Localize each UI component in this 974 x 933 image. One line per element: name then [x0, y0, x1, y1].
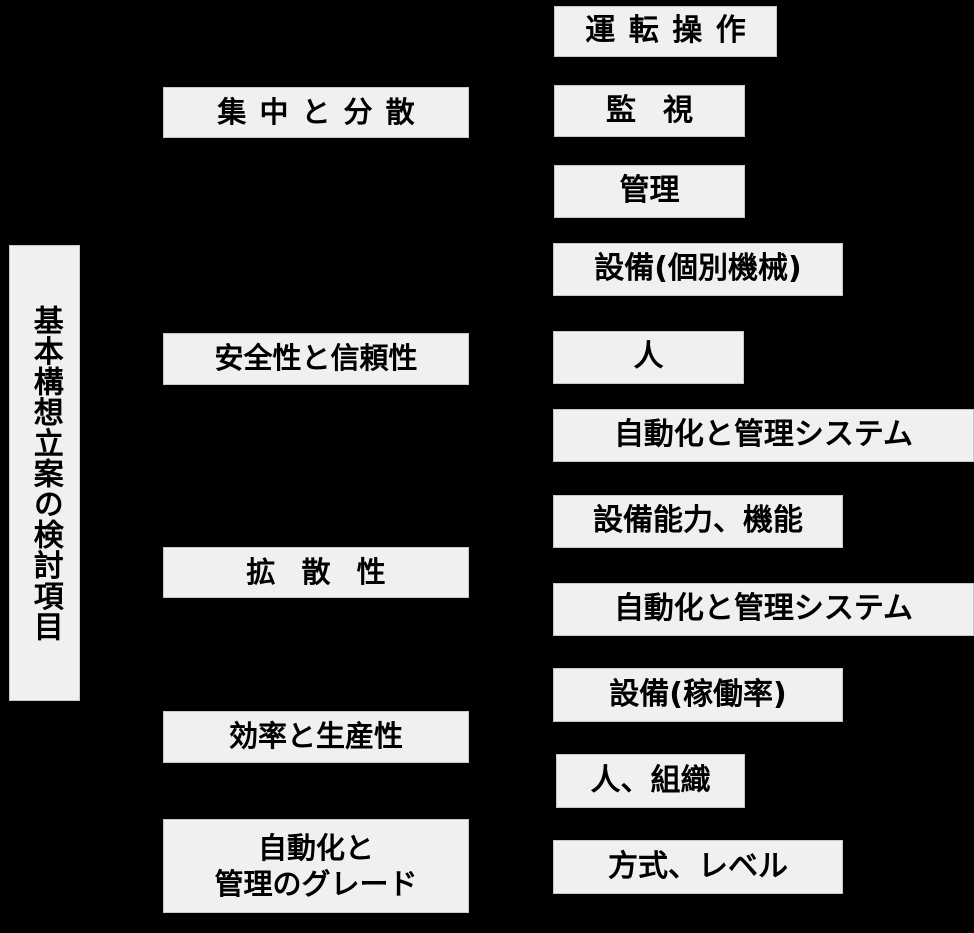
category-node-centralization-decentralization[interactable]: 集中と分散 — [163, 87, 469, 138]
category-node-efficiency-productivity[interactable]: 効率と生産性 — [163, 711, 469, 763]
item-node-people-organization[interactable]: 人、組織 — [556, 754, 745, 808]
item-node-automation-management-system-1[interactable]: 自動化と管理システム — [553, 409, 974, 462]
root-node-basic-concept-review-items[interactable]: 基本構想立案の検討項目 — [9, 245, 80, 701]
item-node-equipment-utilization-rate[interactable]: 設備(稼働率) — [553, 668, 843, 722]
item-node-equipment-individual-machines[interactable]: 設備(個別機械) — [553, 243, 843, 296]
item-node-method-level[interactable]: 方式、レベル — [553, 840, 843, 894]
item-node-automation-management-system-2[interactable]: 自動化と管理システム — [553, 583, 974, 636]
category-node-expandability[interactable]: 拡散性 — [163, 547, 469, 598]
item-node-people[interactable]: 人 — [553, 331, 744, 384]
category-node-automation-management-grade[interactable]: 自動化と 管理のグレード — [163, 819, 469, 913]
item-node-monitoring[interactable]: 監視 — [554, 85, 745, 137]
category-node-safety-reliability[interactable]: 安全性と信頼性 — [163, 333, 469, 385]
item-node-operation[interactable]: 運転操作 — [554, 6, 777, 57]
item-node-equipment-capacity-function[interactable]: 設備能力、機能 — [553, 495, 843, 548]
item-node-management[interactable]: 管理 — [554, 165, 745, 218]
